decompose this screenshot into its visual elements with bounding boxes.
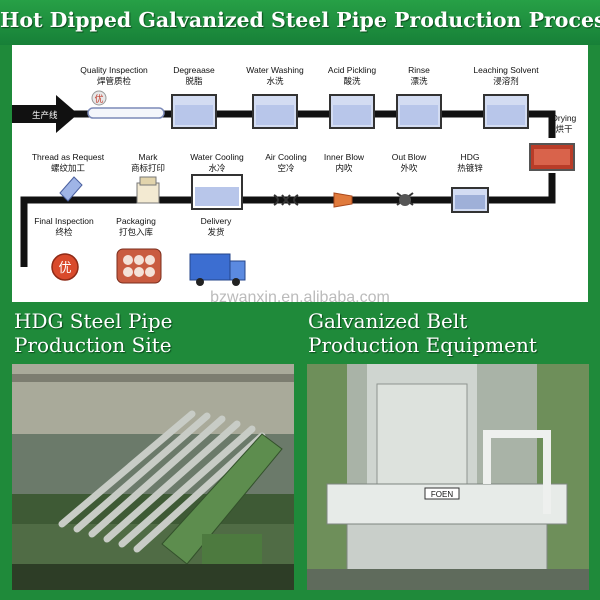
thread-icon xyxy=(59,176,83,202)
flow-line-middle xyxy=(20,173,556,267)
step-label-en: Acid Pickling xyxy=(327,65,377,75)
start-marker-label: 生产线 xyxy=(32,110,58,121)
step-label-en: Delivery xyxy=(200,216,232,226)
step-label-zh: 内吹 xyxy=(335,163,353,173)
step-label-en: Packaging xyxy=(116,216,156,226)
tank-icon xyxy=(171,94,217,129)
step-label-en: HDG xyxy=(460,152,480,162)
step-label-zh: 酸洗 xyxy=(343,76,361,86)
flow-line-top xyxy=(57,110,556,138)
step-label-zh: 浸溶剂 xyxy=(493,76,519,86)
quality-seal-icon: 优 xyxy=(51,253,79,281)
step-label-en: Thread as Request xyxy=(31,152,105,162)
tank-icon xyxy=(483,94,529,129)
step-label-en: Mark xyxy=(138,152,158,162)
truck-icon xyxy=(189,253,246,286)
blower-icon xyxy=(396,192,414,206)
start-arrow-icon: 生产线 xyxy=(12,95,78,133)
step-label-en: Water Cooling xyxy=(190,152,244,162)
section-title-equipment: Galvanized Belt Production Equipment xyxy=(308,309,537,357)
tank-icon xyxy=(252,94,298,129)
step-label-zh: 空冷 xyxy=(277,163,295,173)
step-label-zh: 商标打印 xyxy=(130,163,166,173)
step-label-zh: 烘干 xyxy=(555,124,573,134)
step-label-zh: 外吹 xyxy=(400,163,418,173)
section-title-line: Galvanized Belt xyxy=(308,309,468,333)
fan-icon xyxy=(273,194,299,206)
production-site-image xyxy=(12,364,294,590)
production-site-photo xyxy=(12,364,294,590)
step-label-en: Out Blow xyxy=(391,152,427,162)
step-label-en: Degreaase xyxy=(173,65,215,75)
watermark: bzwanxin.en.alibaba.com xyxy=(210,289,390,306)
tank-icon xyxy=(329,94,375,129)
section-title-line: Production Equipment xyxy=(308,333,537,357)
step-label-zh: 漂洗 xyxy=(410,76,428,86)
step-label-zh: 脱脂 xyxy=(185,76,203,86)
page-title: Hot Dipped Galvanized Steel Pipe Product… xyxy=(0,8,600,32)
seal-text: 优 xyxy=(58,261,71,276)
water-tank-icon xyxy=(191,174,243,210)
section-title-production-site: HDG Steel Pipe Production Site xyxy=(14,309,172,357)
process-flow-graphic: 生产线 优 xyxy=(12,90,575,286)
step-label-zh: 焊管质检 xyxy=(96,76,132,86)
step-label-en: Final Inspection xyxy=(34,216,94,226)
title-banner: Hot Dipped Galvanized Steel Pipe Product… xyxy=(0,0,600,45)
step-label-zh: 发货 xyxy=(207,227,225,237)
step-label-zh: 热镀锌 xyxy=(457,163,483,173)
step-label-zh: 水冷 xyxy=(208,163,226,173)
oven-icon xyxy=(529,143,575,171)
step-label-en: Drying xyxy=(551,113,577,123)
pipe-bundle-icon xyxy=(116,248,162,284)
seal-text: 优 xyxy=(94,93,103,105)
step-label-en: Rinse xyxy=(408,65,430,75)
step-label-zh: 螺纹加工 xyxy=(50,163,86,173)
step-label-en: Leaching Solvent xyxy=(473,65,539,75)
section-title-line: Production Site xyxy=(14,333,172,357)
step-label-en: Air Cooling xyxy=(265,152,307,162)
step-label-zh: 打包入库 xyxy=(118,227,154,237)
equipment-image: FOEN xyxy=(307,364,589,590)
stamp-icon xyxy=(136,176,160,204)
process-diagram: 生产线 优 xyxy=(12,45,588,306)
nozzle-icon xyxy=(333,192,353,208)
step-label-en: Quality Inspection xyxy=(80,65,148,75)
tank-icon xyxy=(396,94,442,129)
step-label-en: Inner Blow xyxy=(323,152,365,162)
equipment-sign-text: FOEN xyxy=(431,490,453,499)
step-label-en: Water Washing xyxy=(246,65,304,75)
section-title-line: HDG Steel Pipe xyxy=(14,309,173,333)
step-label-zh: 终检 xyxy=(55,227,73,237)
equipment-photo: FOEN xyxy=(307,364,589,590)
step-label-zh: 水洗 xyxy=(266,76,284,86)
zinc-bath-icon xyxy=(451,187,489,213)
quality-seal-icon: 优 xyxy=(91,90,107,106)
pipe-icon xyxy=(87,107,165,119)
